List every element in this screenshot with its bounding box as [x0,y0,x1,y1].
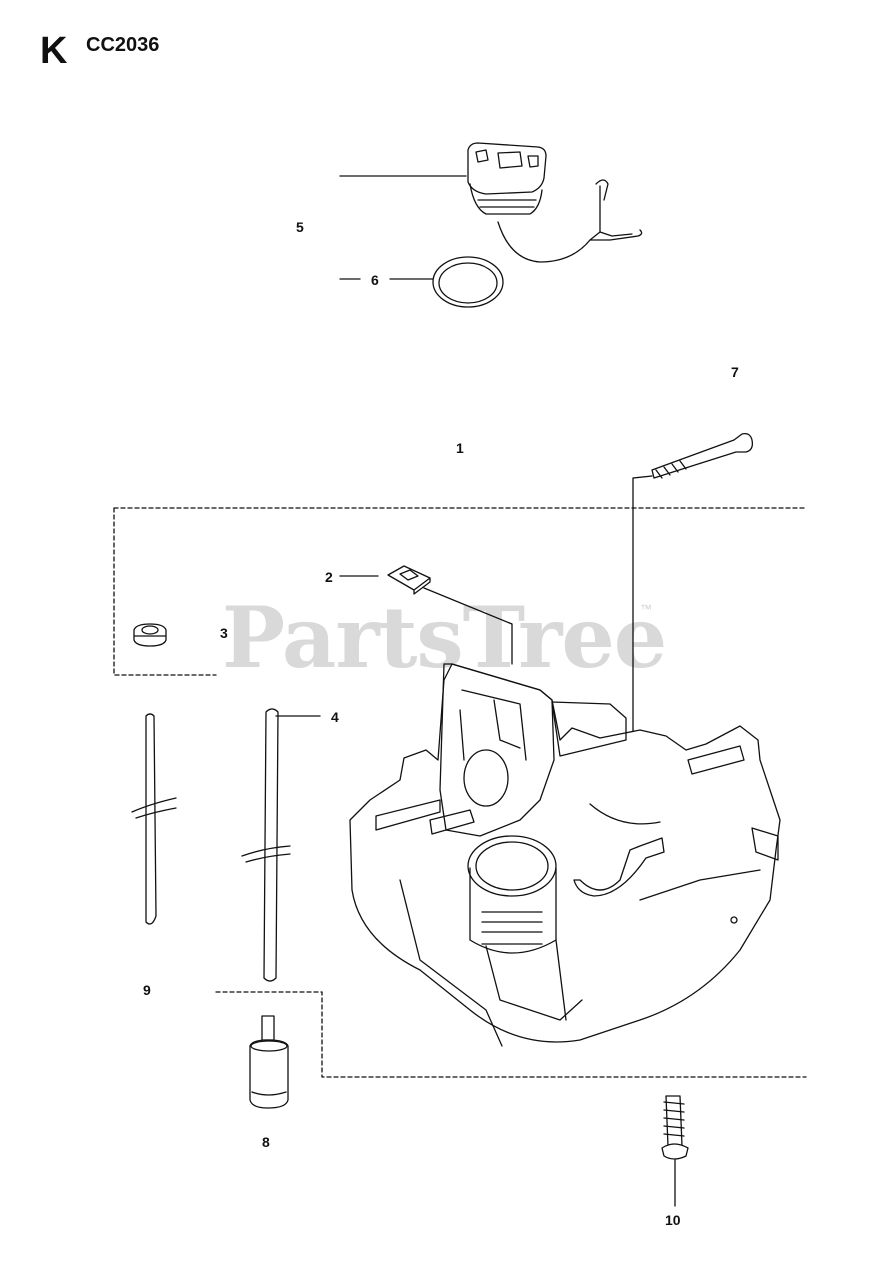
grommet-part [133,623,167,647]
callout-2: 2 [325,569,333,585]
watermark: PartsTree [222,588,667,687]
nut-part [339,565,513,665]
callout-6: 6 [371,272,379,288]
trademark-symbol: ™ [640,602,652,616]
assembly-boundary [113,507,807,1078]
model-number: CC2036 [86,34,160,56]
callout-3: 3 [220,625,228,641]
crankcase-part [349,663,781,1047]
fuel-filter-part [249,1015,289,1109]
hose-center-part [241,708,321,982]
callout-8: 8 [262,1134,270,1150]
hose-left-part [131,713,177,925]
fuel-cap-part [339,142,643,263]
callout-7: 7 [731,364,739,380]
callout-9: 9 [143,982,151,998]
section-letter: K [40,30,68,72]
o-ring-part [339,256,504,308]
callout-4: 4 [331,709,339,725]
bolt-part [632,432,754,737]
callout-5: 5 [296,219,304,235]
callout-10: 10 [665,1212,681,1228]
screw-part [661,1095,689,1207]
callout-1: 1 [456,440,464,456]
